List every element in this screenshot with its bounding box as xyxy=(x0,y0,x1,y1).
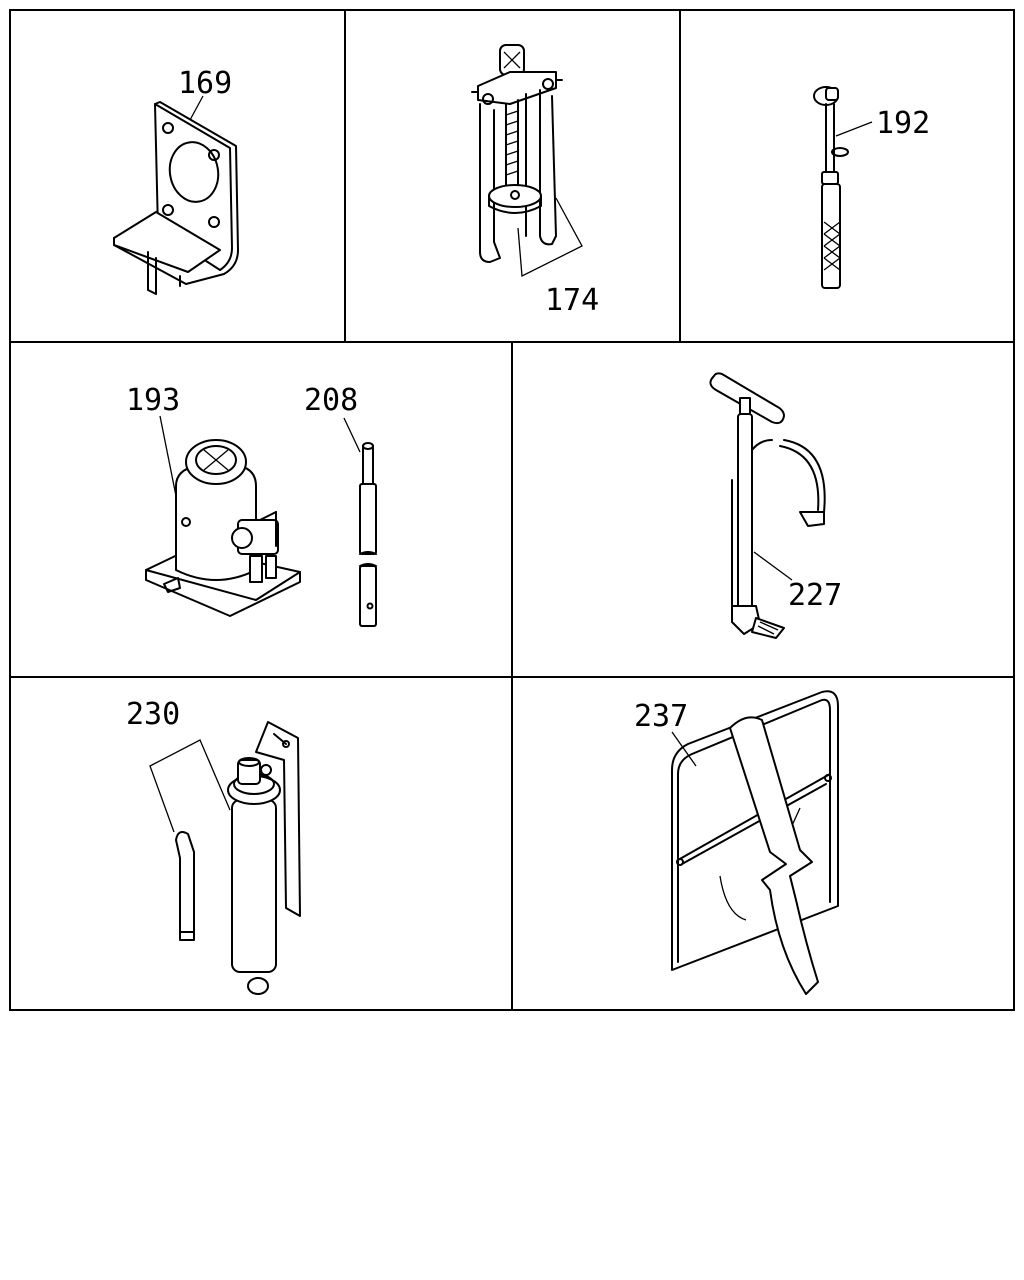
part-label-230: 230 xyxy=(126,697,180,732)
cell-part-237: 237 xyxy=(634,690,839,995)
cell-part-192: 192 xyxy=(813,86,930,289)
grease-gun-illustration xyxy=(175,721,301,995)
part-label-208: 208 xyxy=(304,383,358,418)
cell-part-169: 169 xyxy=(113,66,239,295)
cell-part-227: 227 xyxy=(709,372,842,639)
leader-line-169 xyxy=(189,95,204,121)
cell-part-174: 174 xyxy=(471,44,599,318)
bottle-jack-illustration xyxy=(145,439,301,617)
leader-line-208 xyxy=(343,417,361,453)
leader-line-193 xyxy=(159,415,177,497)
part-label-227: 227 xyxy=(788,578,842,613)
tool-192-illustration xyxy=(813,86,849,289)
leader-line-174 xyxy=(517,197,583,278)
part-label-169: 169 xyxy=(178,66,232,101)
leader-line-192 xyxy=(835,121,873,137)
grid-frame xyxy=(9,9,1015,1011)
tool-bag-illustration xyxy=(671,690,839,995)
part-label-237: 237 xyxy=(634,699,688,734)
jack-handle-illustration xyxy=(359,442,377,627)
part-label-174: 174 xyxy=(545,283,599,318)
cell-part-230: 230 xyxy=(126,697,301,995)
floor-pump-illustration xyxy=(709,372,826,639)
leader-line-237 xyxy=(671,731,697,767)
cell-part-193-208: 193 208 xyxy=(126,383,377,627)
part-label-193: 193 xyxy=(126,383,180,418)
gear-puller-illustration xyxy=(471,44,563,263)
bracket-illustration xyxy=(113,101,239,295)
leader-line-230 xyxy=(149,739,231,833)
leader-line-227 xyxy=(753,551,793,581)
part-label-192: 192 xyxy=(876,106,930,141)
